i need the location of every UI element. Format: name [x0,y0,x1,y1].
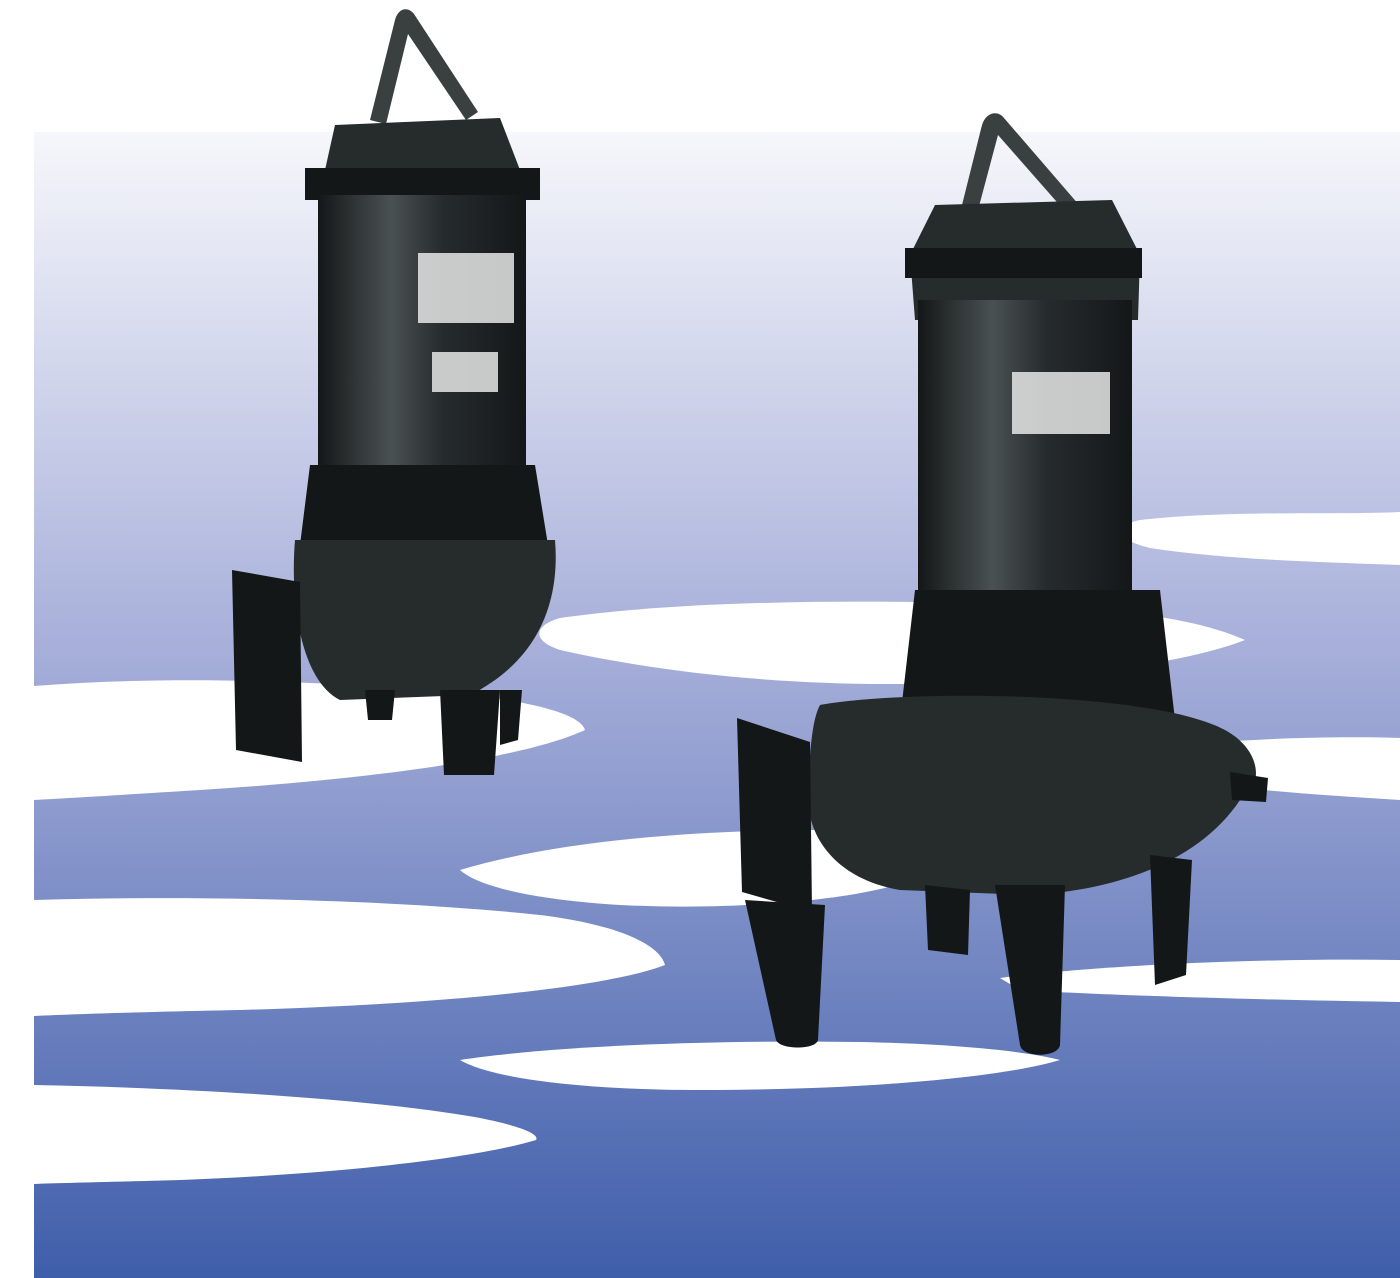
rating-plate [1012,372,1110,434]
pump-left [232,9,556,775]
rating-plate [418,253,514,323]
wave-streak [34,898,665,1016]
pump-volute [293,540,556,700]
pump-flange-ring [305,168,540,200]
lifting-handle [370,9,478,125]
pump-leg [1150,855,1192,985]
discharge-opening [744,759,796,871]
wave-streak [1122,512,1400,565]
pump-motor-body [918,300,1132,600]
pump-leg [995,885,1065,1055]
pump-volute [807,695,1256,895]
pump-leg [925,885,970,955]
rating-plate-small [432,352,498,392]
discharge-opening [240,613,284,717]
pump-motor-body [318,195,526,475]
pump-leg [440,690,500,775]
side-nozzle [1230,772,1268,802]
pump-leg [365,690,395,720]
pump-ribbed-base [900,590,1175,720]
wave-streak [1000,959,1400,1002]
pump-right [737,113,1268,1055]
pump-ribbed-base [300,465,548,545]
wave-streak [460,1041,1060,1090]
pump-flange-ring [905,248,1142,278]
lifting-handle [962,113,1092,226]
pump-leg [745,900,825,1048]
wave-streak [460,830,930,907]
wave-streak [34,1085,537,1184]
pump-leg [500,690,522,745]
